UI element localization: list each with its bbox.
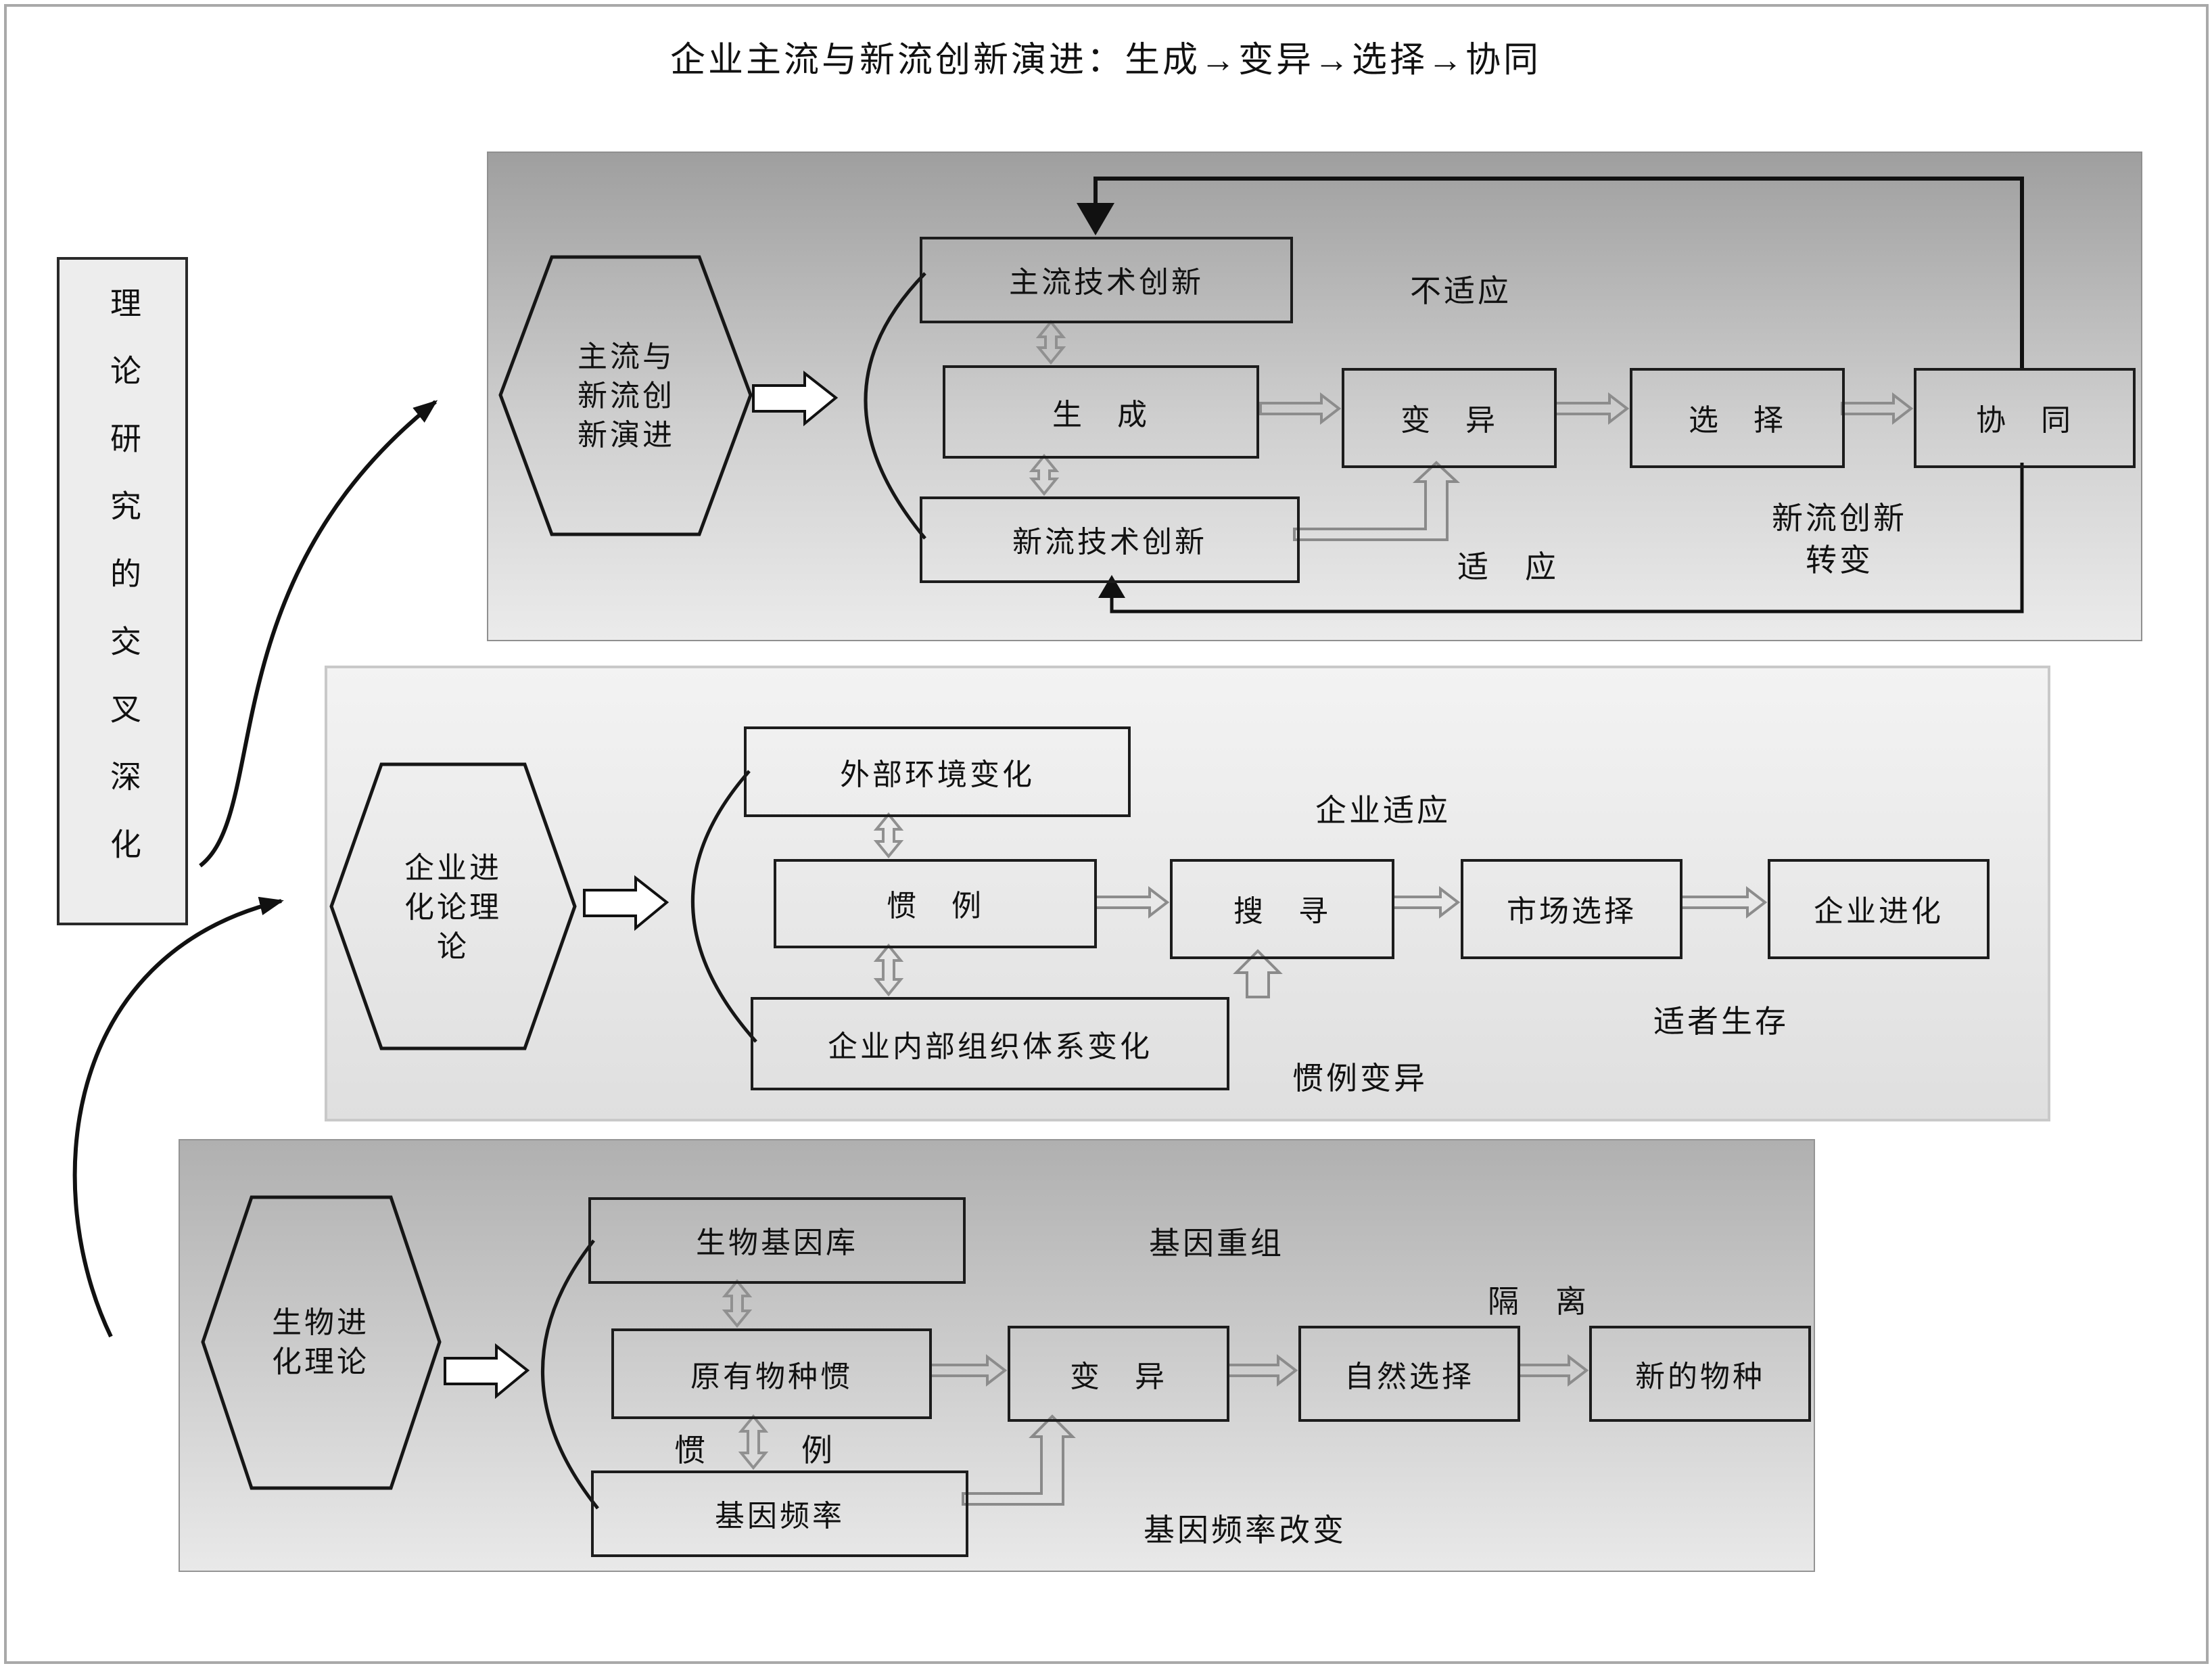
box-new-species: 新的物种 <box>1589 1326 1811 1422</box>
label-enterprise-adapt: 企业适应 <box>1315 794 1451 828</box>
panel-biological-evolution <box>179 1139 1815 1572</box>
label-not-adapt: 不适应 <box>1410 275 1511 308</box>
box-newstream-tech-innovation: 新流技术创新 <box>920 496 1300 583</box>
box-variation-bottom: 变 异 <box>1008 1326 1229 1422</box>
hexagon-mainstream-newstream-label: 主流与 新流创 新演进 <box>577 340 675 452</box>
box-internal-organization-change: 企业内部组织体系变化 <box>751 997 1229 1090</box>
box-routine: 惯 例 <box>774 859 1097 948</box>
label-gene-frequency-change: 基因频率改变 <box>1144 1514 1346 1548</box>
label-isolation: 隔 离 <box>1488 1285 1589 1319</box>
label-gene-recombination: 基因重组 <box>1149 1227 1284 1261</box>
label-survival-of-fittest: 适者生存 <box>1653 1005 1789 1039</box>
box-external-environment-change: 外部环境变化 <box>744 726 1131 817</box>
hexagon-enterprise-evolution-label: 企业进 化论理 论 <box>404 851 502 963</box>
box-enterprise-evolution: 企业进化 <box>1768 859 1990 959</box>
box-gene-pool: 生物基因库 <box>588 1197 966 1284</box>
label-adapt: 适 应 <box>1457 551 1559 584</box>
box-natural-selection: 自然选择 <box>1298 1326 1520 1422</box>
box-generation: 生 成 <box>943 365 1259 459</box>
box-mainstream-tech-innovation: 主流技术创新 <box>920 237 1293 323</box>
label-routine-char-right: 例 <box>801 1434 835 1468</box>
label-newstream-transform: 新流创新 转变 <box>1772 502 1907 578</box>
label-routine-variation: 惯例变异 <box>1292 1062 1428 1096</box>
box-variation-top: 变 异 <box>1342 368 1557 468</box>
box-market-selection: 市场选择 <box>1461 859 1682 959</box>
box-search: 搜 寻 <box>1170 859 1394 959</box>
hexagon-biological-evolution-label: 生物进 化理论 <box>271 1305 369 1379</box>
label-routine-char-left: 惯 <box>674 1434 708 1468</box>
box-synergy: 协 同 <box>1914 368 2136 468</box>
theory-research-box: 理论研究的交叉深化 <box>57 257 188 925</box>
box-selection-top: 选 择 <box>1630 368 1845 468</box>
box-original-species: 原有物种惯 <box>611 1328 932 1419</box>
theory-research-label: 理论研究的交叉深化 <box>105 287 139 896</box>
box-gene-frequency: 基因频率 <box>591 1470 968 1557</box>
diagram-title: 企业主流与新流创新演进：生成→变异→选择→协同 <box>669 41 1541 80</box>
